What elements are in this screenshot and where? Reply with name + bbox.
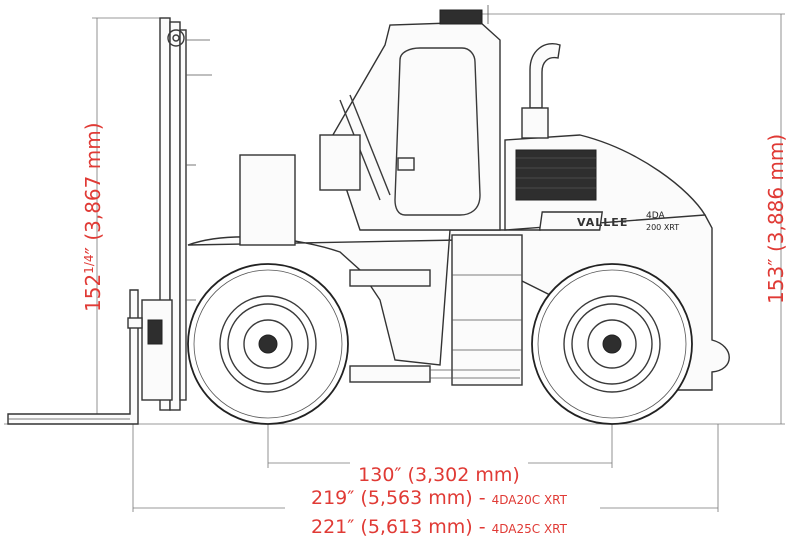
mast [127, 17, 212, 411]
model-badge: VALLEE 4DA 200 XRT [538, 211, 679, 232]
length-25c-label: 221″ (5,613 mm) - 4DA25C XRT [311, 516, 568, 538]
left-height-label: 1521/4″ (3,867 mm) [81, 122, 105, 312]
left-height-fraction: 1/4 [82, 255, 96, 274]
right-height-text: 153″ (3,886 mm) [764, 134, 787, 304]
forks [7, 289, 139, 425]
length-25c-model: 4DA25C XRT [492, 522, 568, 536]
axle-details [349, 269, 520, 383]
model-badge-model: 4DA [646, 211, 665, 221]
left-height-rest: ″ (3,867 mm) [81, 122, 105, 254]
exhaust-stack [521, 43, 561, 139]
operator-cab [319, 5, 501, 231]
length-25c-value: 221″ (5,613 mm) - [311, 516, 492, 538]
svg-text:1521/4″ (3,867 mm): 1521/4″ (3,867 mm) [81, 122, 105, 312]
left-height-main: 152 [81, 274, 105, 312]
length-20c-model: 4DA20C XRT [492, 493, 568, 507]
right-height-label: 153″ (3,886 mm) [764, 134, 787, 304]
front-wheel [187, 263, 349, 425]
wheelbase-label: 130″ (3,302 mm) [358, 464, 520, 486]
model-badge-variant: 200 XRT [646, 223, 679, 232]
model-badge-brand: VALLEE [577, 216, 628, 229]
rear-wheel [531, 263, 693, 425]
length-20c-value: 219″ (5,563 mm) - [311, 487, 492, 509]
length-20c-label: 219″ (5,563 mm) - 4DA20C XRT [311, 487, 568, 509]
chassis [187, 134, 730, 391]
